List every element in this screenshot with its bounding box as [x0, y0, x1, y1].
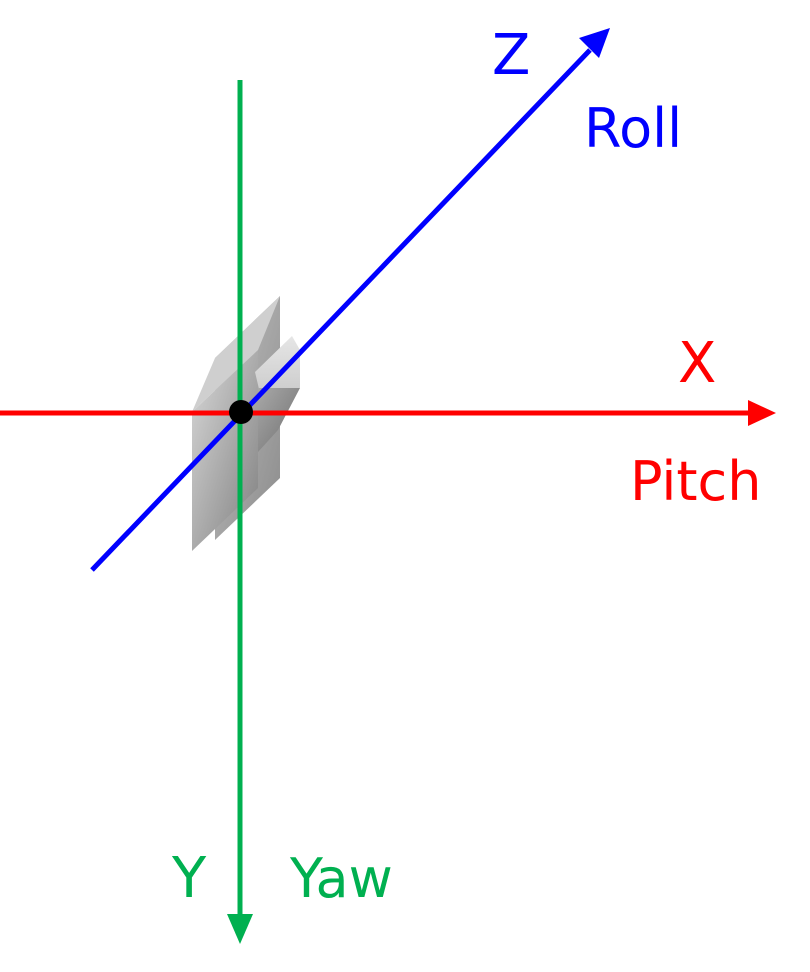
- x-axis-arrowhead: [748, 400, 776, 426]
- z-axis-label: Z: [492, 23, 530, 88]
- origin-point: [229, 400, 253, 424]
- x-axis-label: X: [678, 331, 716, 396]
- small-block-side: [258, 388, 300, 452]
- y-axis-label: Y: [171, 846, 207, 911]
- pitch-label: Pitch: [630, 450, 761, 513]
- z-axis-line: [90, 48, 592, 572]
- rotating-object: [192, 296, 300, 551]
- y-axis: [227, 80, 253, 944]
- roll-label: Roll: [584, 97, 682, 160]
- x-axis: [0, 400, 776, 426]
- z-axis: [90, 28, 610, 572]
- top-bevel: [192, 296, 280, 412]
- y-axis-arrowhead: [227, 914, 253, 944]
- z-axis-arrowhead: [579, 28, 610, 58]
- yaw-label: Yaw: [289, 847, 393, 910]
